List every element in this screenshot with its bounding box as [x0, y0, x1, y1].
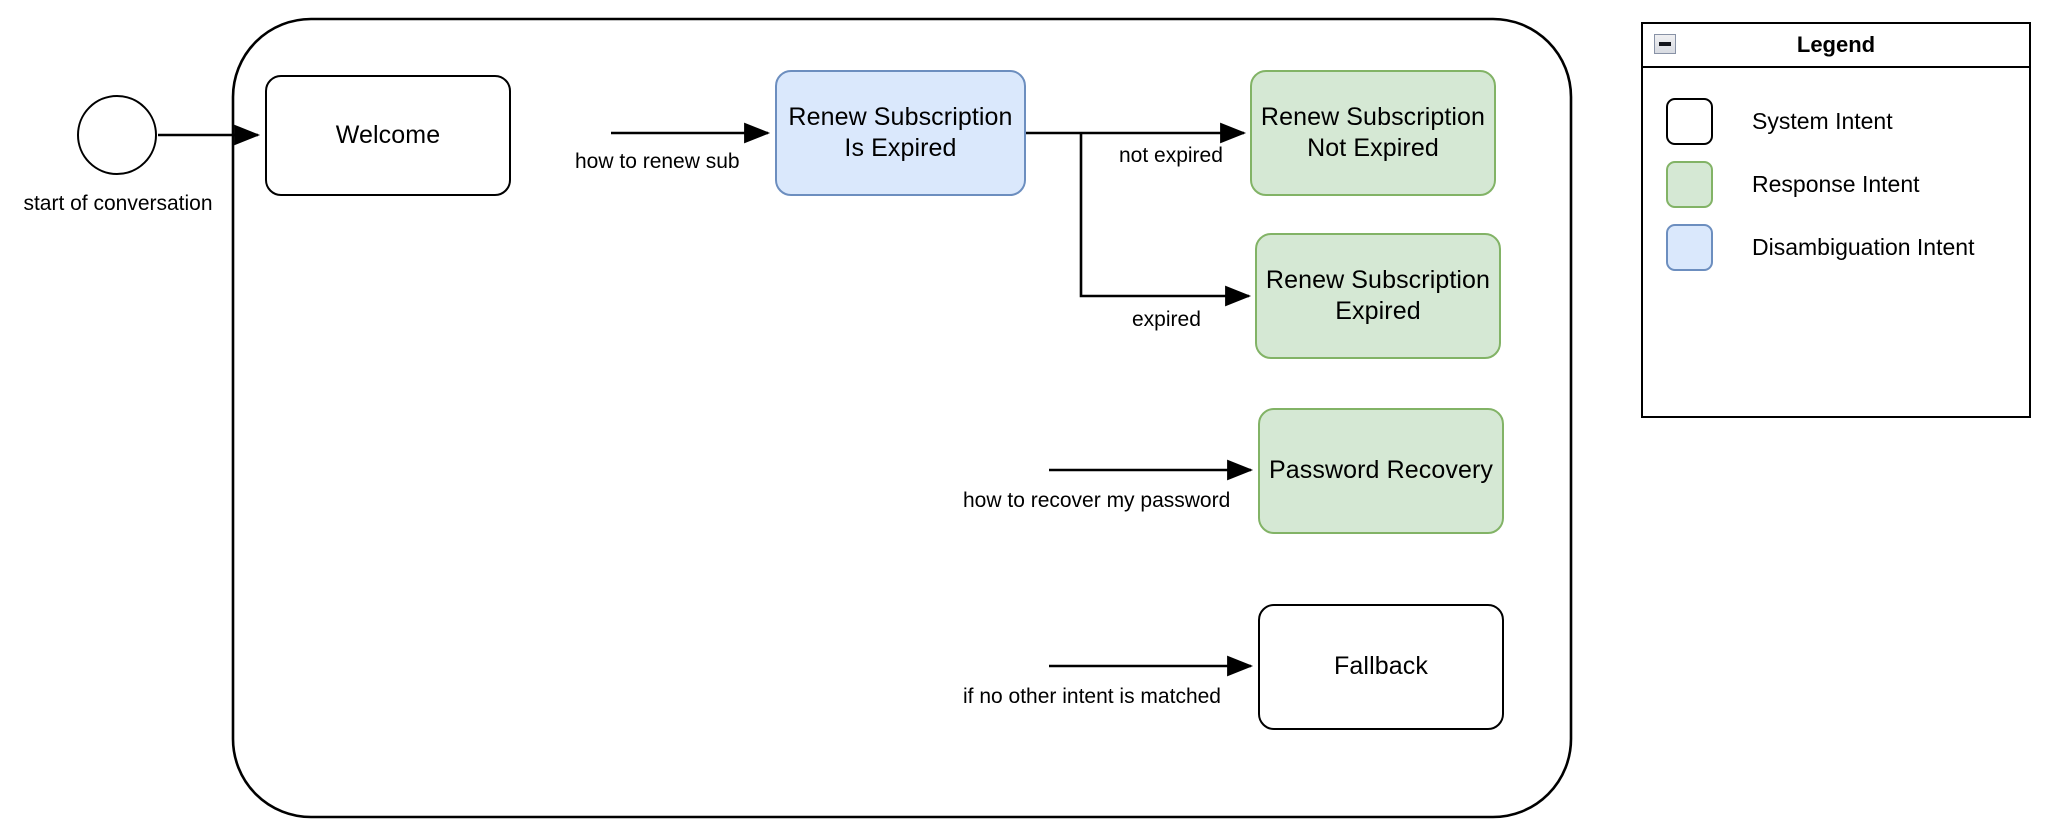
node-welcome-label: Welcome: [335, 120, 441, 149]
edge-expired: [1079, 133, 1252, 307]
edge-label-expired: expired: [1132, 308, 1201, 331]
node-renew-subscription-is-expired[interactable]: Renew Subscription Is Expired: [775, 70, 1026, 196]
node-renew-subscription-expired-label: Renew Subscription Expired: [1265, 265, 1491, 325]
minimize-icon-bar: [1659, 42, 1671, 46]
legend-label-response-intent: Response Intent: [1752, 171, 1920, 197]
node-fallback-label: Fallback: [1334, 652, 1428, 681]
node-password-recovery[interactable]: Password Recovery: [1258, 408, 1504, 534]
legend-item-disambiguation-intent: Disambiguation Intent: [1643, 216, 2029, 279]
node-renew-subscription-not-expired-label: Renew Subscription Not Expired: [1260, 102, 1486, 162]
legend-body: System Intent Response Intent Disambigua…: [1643, 68, 2029, 279]
node-renew-subscription-is-expired-label: Renew Subscription Is Expired: [788, 102, 1013, 162]
legend-header: Legend: [1643, 24, 2029, 68]
conversation-container: [231, 17, 1573, 819]
legend-swatch-system-intent: [1666, 98, 1713, 145]
legend-item-response-intent: Response Intent: [1643, 153, 2029, 216]
node-password-recovery-label: Password Recovery: [1268, 456, 1493, 485]
start-of-conversation-circle: [77, 95, 157, 175]
edge-label-not-expired: not expired: [1119, 144, 1223, 167]
minimize-icon[interactable]: [1654, 34, 1676, 54]
edge-label-how-to-recover-my-password: how to recover my password: [963, 489, 1231, 512]
edge-label-how-to-renew-sub: how to renew sub: [575, 150, 740, 173]
start-of-conversation-label: start of conversation: [23, 192, 213, 215]
node-fallback[interactable]: Fallback: [1258, 604, 1504, 730]
node-welcome[interactable]: Welcome: [265, 75, 511, 196]
legend-swatch-disambiguation-intent: [1666, 224, 1713, 271]
node-renew-subscription-not-expired[interactable]: Renew Subscription Not Expired: [1250, 70, 1496, 196]
legend-panel: Legend System Intent Response Intent Dis…: [1641, 22, 2031, 418]
legend-title: Legend: [1796, 32, 1876, 57]
legend-label-disambiguation-intent: Disambiguation Intent: [1752, 234, 1975, 260]
edge-label-if-no-other-intent-is-matched: if no other intent is matched: [963, 685, 1221, 708]
legend-item-system-intent: System Intent: [1643, 90, 2029, 153]
node-renew-subscription-expired[interactable]: Renew Subscription Expired: [1255, 233, 1501, 359]
legend-swatch-response-intent: [1666, 161, 1713, 208]
legend-label-system-intent: System Intent: [1752, 108, 1893, 134]
